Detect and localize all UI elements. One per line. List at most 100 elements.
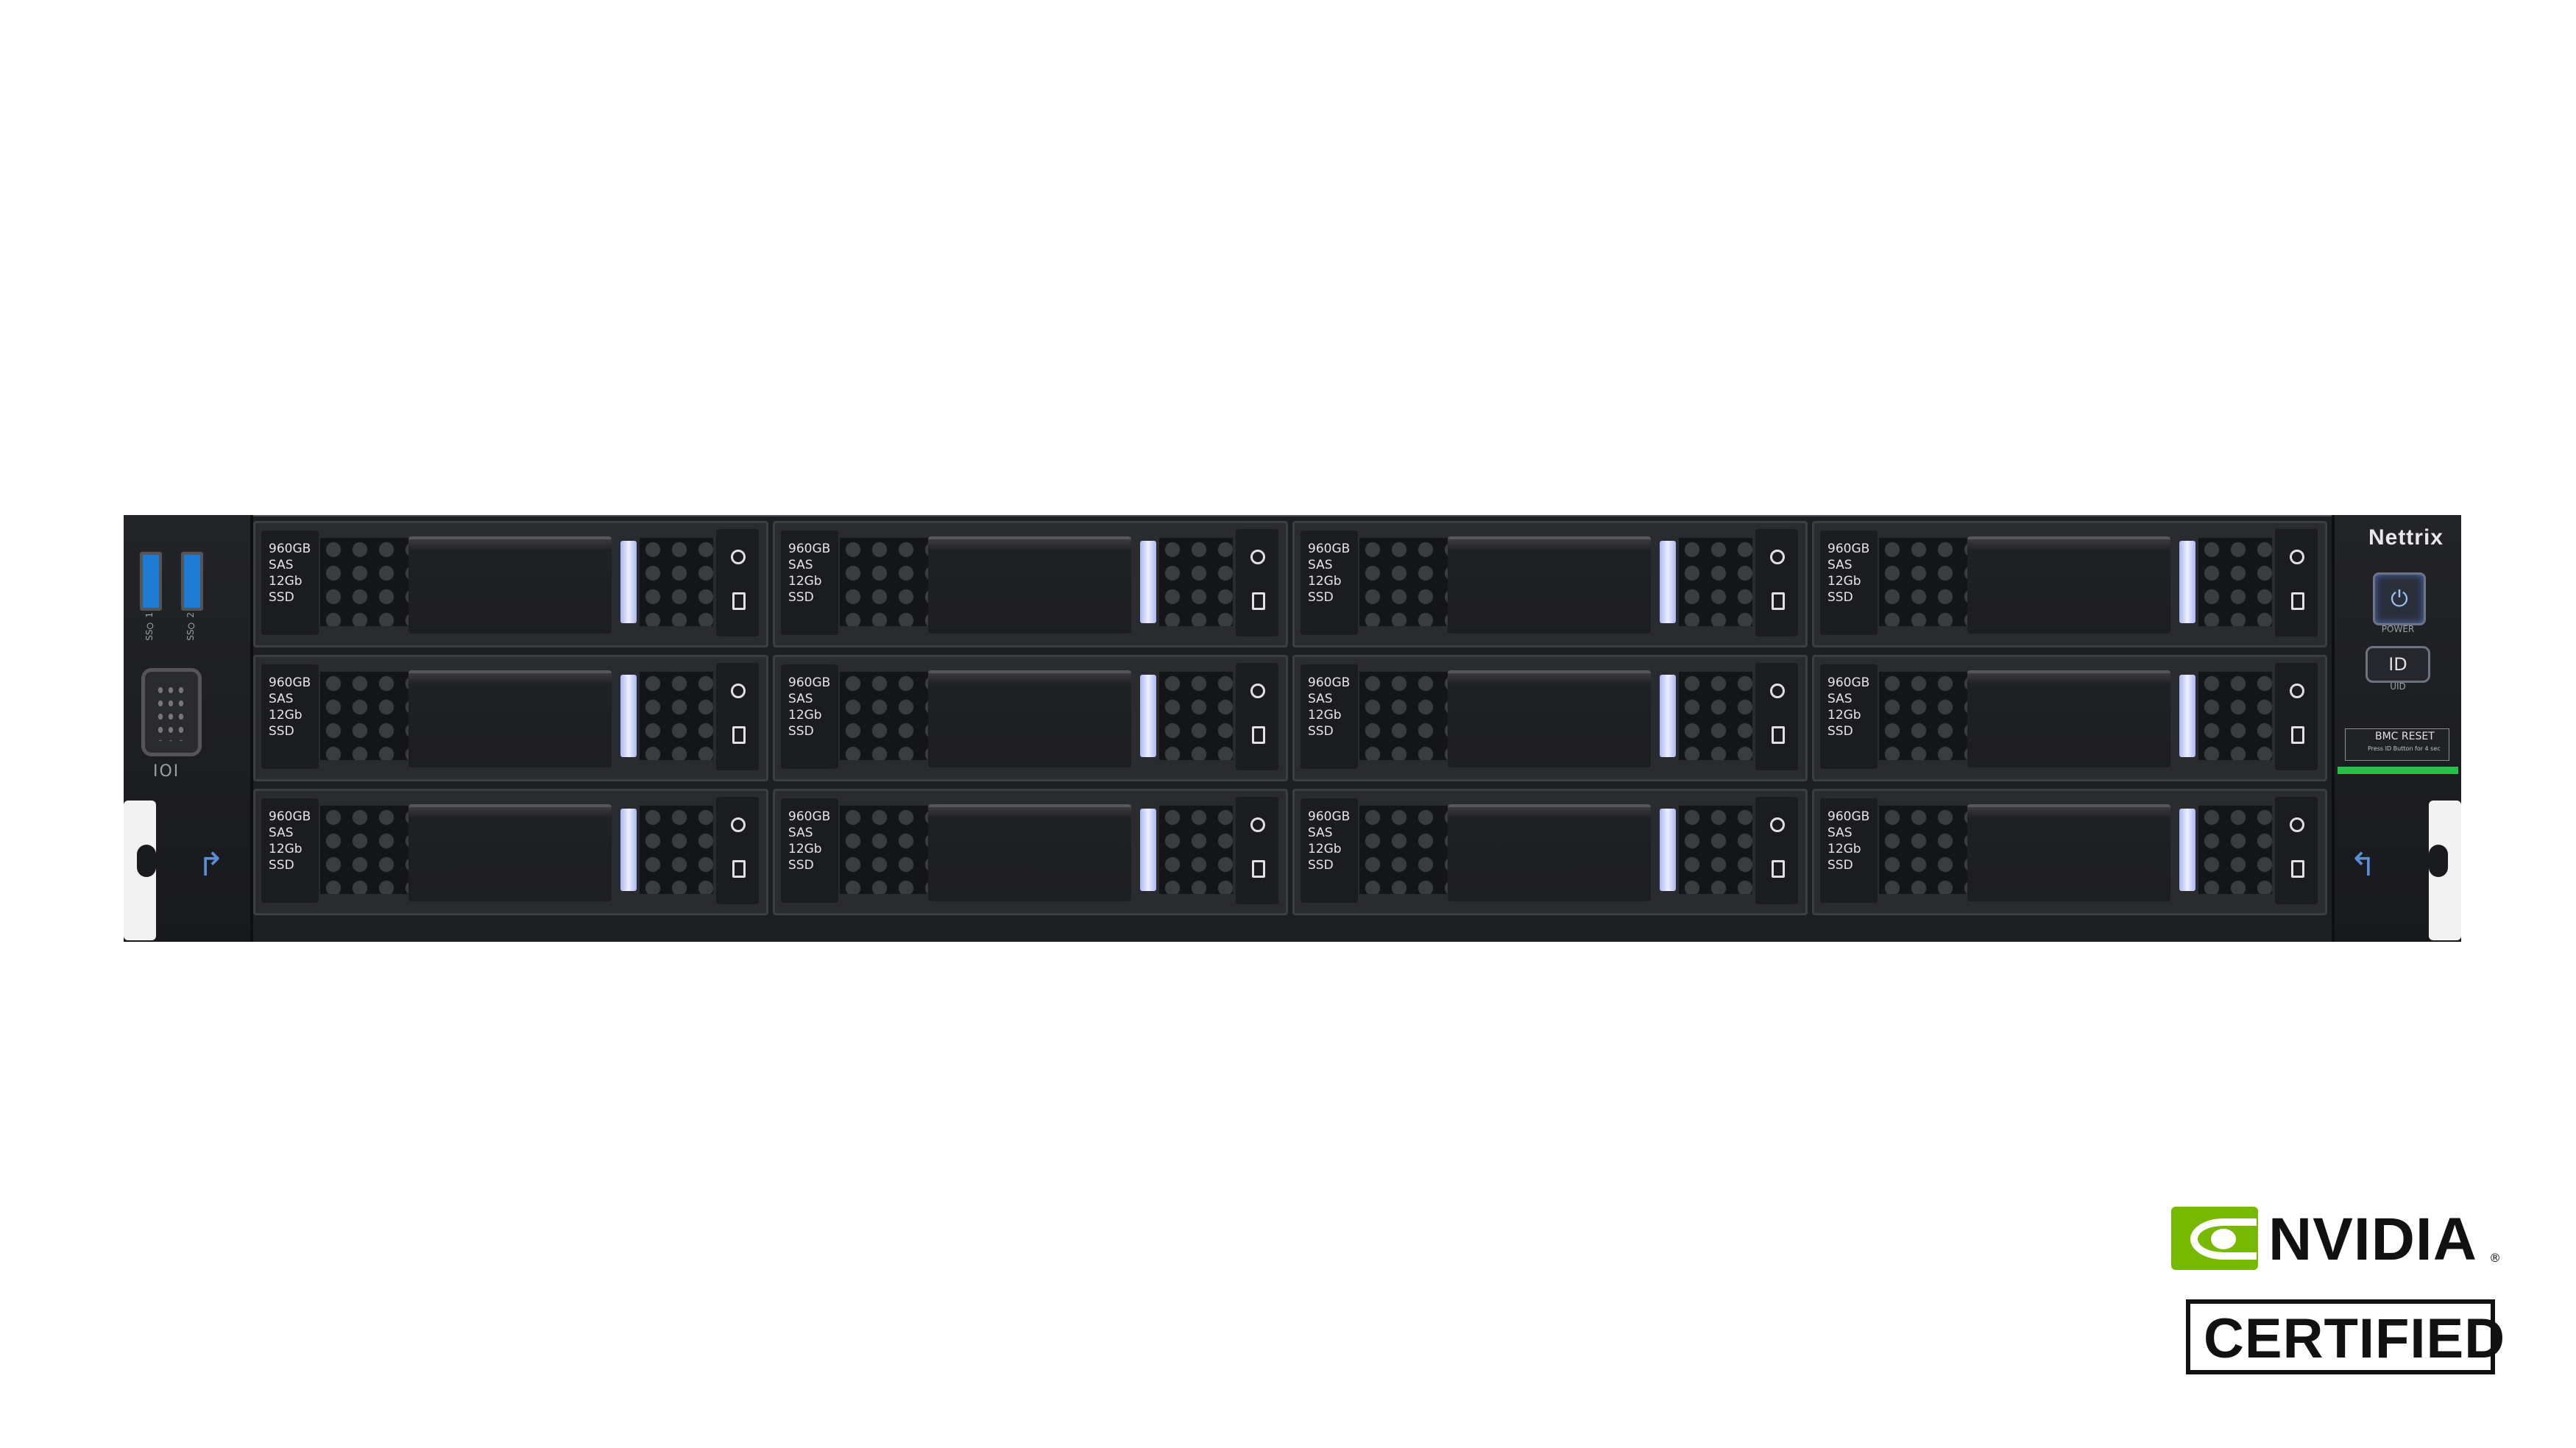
vent-grille bbox=[1679, 672, 1752, 760]
drive-bay-12[interactable]: 960GB SAS 12Gb SSD bbox=[1812, 789, 2327, 915]
drive-bay-9[interactable]: 960GB SAS 12Gb SSD bbox=[253, 789, 768, 915]
vent-grille bbox=[1879, 672, 1970, 760]
drive-led-panel bbox=[1236, 663, 1278, 770]
activity-led-icon bbox=[1770, 550, 1785, 564]
vent-grille bbox=[1679, 538, 1752, 626]
drive-handle[interactable] bbox=[928, 670, 1131, 767]
bmc-reset-note: Press ID Button for 4 sec bbox=[2368, 745, 2441, 752]
uid-button[interactable]: ID bbox=[2366, 646, 2430, 683]
power-button[interactable]: ⏻ bbox=[2373, 572, 2426, 625]
drive-latch[interactable] bbox=[1140, 541, 1156, 623]
drive-type: SSD bbox=[1827, 858, 1853, 873]
drive-handle[interactable] bbox=[928, 536, 1131, 634]
drive-speed: 12Gb bbox=[1827, 842, 1861, 856]
drive-handle[interactable] bbox=[1967, 536, 2170, 634]
drive-type: SSD bbox=[1308, 724, 1334, 739]
drive-latch[interactable] bbox=[2179, 809, 2195, 891]
activity-led-icon bbox=[1250, 550, 1265, 564]
right-control-ear: Nettrix ⏻ POWER ID UID BMC RESET Press I… bbox=[2332, 515, 2461, 942]
drive-speed: 12Gb bbox=[269, 842, 302, 856]
nvidia-certified-badge: NVIDIA ® CERTIFIED bbox=[2171, 1207, 2524, 1383]
status-led-icon bbox=[2291, 726, 2304, 744]
usb-port-2[interactable] bbox=[181, 552, 203, 611]
drive-type: SSD bbox=[1308, 858, 1334, 873]
drive-label-tag: 960GB SAS 12Gb SSD bbox=[1820, 530, 1878, 635]
drive-bay-5[interactable]: 960GB SAS 12Gb SSD bbox=[253, 655, 768, 781]
drive-latch[interactable] bbox=[1660, 675, 1676, 757]
usb-port-1[interactable] bbox=[140, 552, 162, 611]
drive-bay-3[interactable]: 960GB SAS 12Gb SSD bbox=[1292, 521, 1808, 647]
vga-port[interactable] bbox=[141, 668, 202, 756]
drive-interface: SAS bbox=[1308, 558, 1333, 572]
drive-latch[interactable] bbox=[620, 809, 637, 891]
status-led-icon bbox=[732, 592, 746, 610]
drive-latch[interactable] bbox=[1140, 675, 1156, 757]
vent-grille bbox=[640, 672, 713, 760]
activity-led-icon bbox=[2290, 817, 2304, 832]
drive-capacity: 960GB bbox=[1827, 675, 1870, 690]
drive-handle[interactable] bbox=[408, 536, 612, 634]
vent-grille bbox=[320, 806, 411, 894]
vga-label: IOI bbox=[153, 762, 180, 781]
drive-type: SSD bbox=[269, 858, 294, 873]
vent-grille bbox=[1359, 672, 1451, 760]
drive-interface: SAS bbox=[1827, 826, 1853, 840]
status-led-icon bbox=[732, 726, 746, 744]
drive-speed: 12Gb bbox=[1308, 708, 1342, 723]
drive-handle[interactable] bbox=[1967, 804, 2170, 901]
drive-bay-2[interactable]: 960GB SAS 12Gb SSD bbox=[773, 521, 1288, 647]
drive-bay-7[interactable]: 960GB SAS 12Gb SSD bbox=[1292, 655, 1808, 781]
drive-handle[interactable] bbox=[408, 670, 612, 767]
drive-latch[interactable] bbox=[620, 541, 637, 623]
status-led-icon bbox=[1772, 860, 1785, 878]
drive-type: SSD bbox=[788, 590, 814, 605]
activity-led-icon bbox=[731, 817, 746, 832]
drive-bay-4[interactable]: 960GB SAS 12Gb SSD bbox=[1812, 521, 2327, 647]
drive-handle[interactable] bbox=[408, 804, 612, 901]
drive-led-panel bbox=[1755, 797, 1798, 904]
drive-handle[interactable] bbox=[1448, 536, 1651, 634]
drive-interface: SAS bbox=[1827, 692, 1853, 706]
drive-speed: 12Gb bbox=[788, 842, 822, 856]
drive-interface: SAS bbox=[1308, 692, 1333, 706]
server-front-panel: SS⭘ 1 SS⭘ 2 IOI ↱ 960GB SAS 12Gb SSD bbox=[124, 515, 2461, 942]
drive-led-panel bbox=[1755, 663, 1798, 770]
drive-bay-11[interactable]: 960GB SAS 12Gb SSD bbox=[1292, 789, 1808, 915]
activity-led-icon bbox=[1250, 817, 1265, 832]
drive-label-tag: 960GB SAS 12Gb SSD bbox=[261, 664, 319, 769]
left-rack-handle[interactable] bbox=[124, 801, 156, 940]
drive-interface: SAS bbox=[788, 826, 813, 840]
right-rack-handle[interactable] bbox=[2429, 801, 2461, 940]
drive-handle[interactable] bbox=[1448, 804, 1651, 901]
status-strip bbox=[2338, 767, 2458, 774]
drive-latch[interactable] bbox=[2179, 675, 2195, 757]
drive-capacity: 960GB bbox=[269, 809, 311, 824]
drive-latch[interactable] bbox=[1660, 809, 1676, 891]
registered-mark: ® bbox=[2489, 1251, 2501, 1265]
drive-type: SSD bbox=[269, 590, 294, 605]
drive-handle[interactable] bbox=[928, 804, 1131, 901]
drive-bay-8[interactable]: 960GB SAS 12Gb SSD bbox=[1812, 655, 2327, 781]
drive-latch[interactable] bbox=[1140, 809, 1156, 891]
drive-capacity: 960GB bbox=[1308, 675, 1351, 690]
drive-interface: SAS bbox=[269, 692, 294, 706]
vent-grille bbox=[1679, 806, 1752, 894]
drive-handle[interactable] bbox=[1967, 670, 2170, 767]
drive-type: SSD bbox=[269, 724, 294, 739]
status-led-icon bbox=[1772, 592, 1785, 610]
usb-label-1: SS⭘ 1 bbox=[144, 612, 155, 641]
drive-latch[interactable] bbox=[620, 675, 637, 757]
certified-box: CERTIFIED bbox=[2186, 1299, 2505, 1374]
vent-grille bbox=[840, 538, 931, 626]
drive-type: SSD bbox=[1308, 590, 1334, 605]
drive-interface: SAS bbox=[788, 692, 813, 706]
drive-latch[interactable] bbox=[2179, 541, 2195, 623]
drive-latch[interactable] bbox=[1660, 541, 1676, 623]
status-led-icon bbox=[732, 860, 746, 878]
drive-bay-10[interactable]: 960GB SAS 12Gb SSD bbox=[773, 789, 1288, 915]
drive-interface: SAS bbox=[269, 558, 294, 572]
drive-handle[interactable] bbox=[1448, 670, 1651, 767]
status-led-icon bbox=[1252, 592, 1265, 610]
drive-bay-6[interactable]: 960GB SAS 12Gb SSD bbox=[773, 655, 1288, 781]
drive-bay-1[interactable]: 960GB SAS 12Gb SSD bbox=[253, 521, 768, 647]
